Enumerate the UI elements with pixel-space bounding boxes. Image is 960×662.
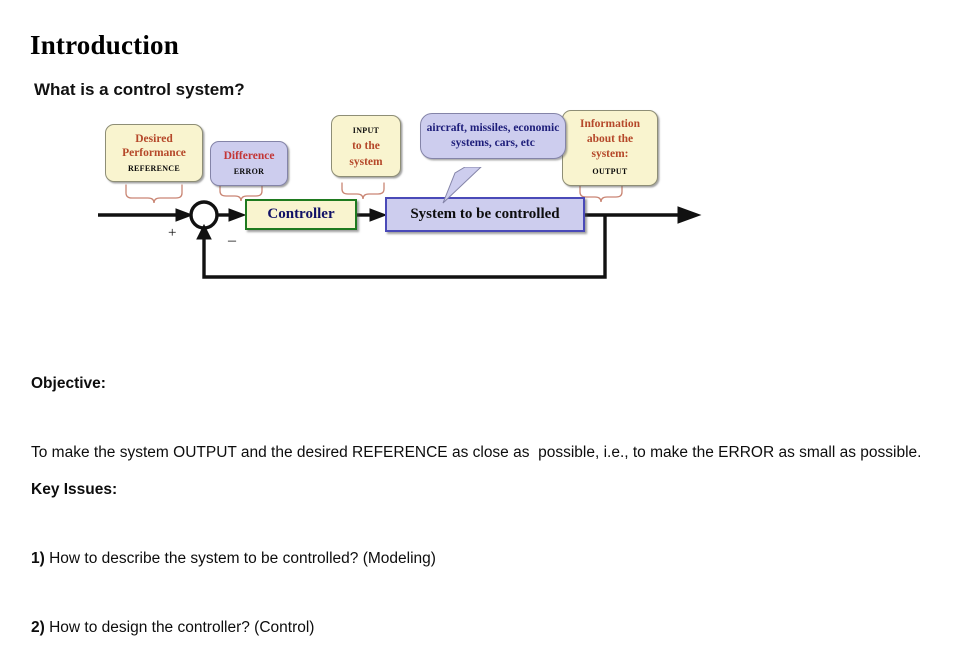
callout-information: Information about the system: OUTPUT xyxy=(562,110,658,186)
callout-input: INPUT to the system xyxy=(331,115,401,177)
key-issues-item-1: 1) How to describe the system to be cont… xyxy=(31,547,931,570)
arrowhead-plant-in xyxy=(369,208,388,222)
brace-reference-icon xyxy=(125,184,183,204)
callout-reference-line3: REFERENCE xyxy=(127,162,181,174)
key-issues-item-1-marker: 1) xyxy=(31,550,45,567)
callout-examples-line2: economic xyxy=(513,122,560,134)
brace-input-icon xyxy=(341,182,385,200)
callout-input-line1: INPUT xyxy=(352,124,380,136)
feedback-control-diagram: + – Desired Performance REFERENCE Differ… xyxy=(80,105,720,300)
key-issues-heading: Key Issues: xyxy=(31,481,118,498)
key-issues-item-2: 2) How to design the controller? (Contro… xyxy=(31,616,931,639)
brace-information-icon xyxy=(579,185,623,203)
callout-error-line2: ERROR xyxy=(233,165,265,177)
objective-heading: Objective: xyxy=(31,375,106,392)
callout-input-line3: system xyxy=(349,156,383,168)
sum-minus-label: – xyxy=(227,232,237,249)
block-controller: Controller xyxy=(245,199,357,230)
arrowhead-feedback-in xyxy=(196,223,212,240)
callout-input-line2: to the xyxy=(352,140,380,152)
callout-information-line4: OUTPUT xyxy=(592,165,628,177)
callout-plant-examples: aircraft, missiles, economic systems, ca… xyxy=(420,113,566,159)
block-plant: System to be controlled xyxy=(385,197,585,232)
callout-error-line1: Difference xyxy=(223,150,275,162)
callout-reference-line2: Performance xyxy=(122,147,186,159)
signal-wires xyxy=(98,200,702,279)
brace-error-icon xyxy=(219,184,263,202)
objective-text: To make the system OUTPUT and the desire… xyxy=(31,444,922,461)
callout-examples-line1: aircraft, missiles, xyxy=(426,122,511,134)
key-issues-section: Key Issues: 1) How to describe the syste… xyxy=(31,432,931,662)
key-issues-item-2-marker: 2) xyxy=(31,619,45,636)
arrowhead-reference-in xyxy=(175,208,194,222)
wire-feedback-path xyxy=(202,215,607,279)
arrowhead-output xyxy=(677,206,702,224)
objective-section: Objective: To make the system OUTPUT and… xyxy=(31,326,931,487)
speech-bubble-tail-icon xyxy=(442,167,482,204)
callout-reference: Desired Performance REFERENCE xyxy=(105,124,203,182)
callout-brace-group xyxy=(125,182,623,204)
callout-error: Difference ERROR xyxy=(210,141,288,186)
arrowhead-controller-in xyxy=(228,208,247,222)
callout-information-line2: about the xyxy=(586,133,634,145)
callout-examples-line3: systems, cars, etc xyxy=(451,137,535,149)
callout-reference-line1: Desired xyxy=(135,133,173,145)
page-title: Introduction xyxy=(30,30,179,60)
key-issues-item-2-text: How to design the controller? (Control) xyxy=(44,619,315,636)
sum-plus-label: + xyxy=(168,225,176,241)
callout-information-line3: system: xyxy=(591,148,629,160)
key-issues-item-1-text: How to describe the system to be control… xyxy=(44,550,436,567)
callout-information-line1: Information xyxy=(579,118,641,130)
diagram-wiring: + – xyxy=(98,182,702,279)
slide-subtitle: What is a control system? xyxy=(34,80,245,99)
